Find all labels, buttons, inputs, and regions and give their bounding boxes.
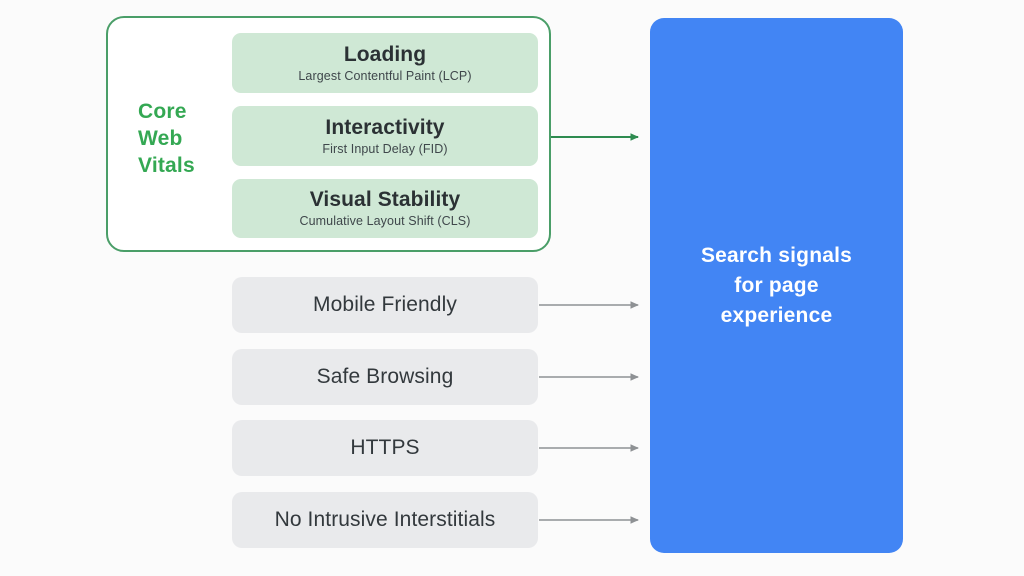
search-signals-line-2: for page — [734, 273, 819, 297]
search-signals-text: Search signals for page experience — [687, 241, 866, 331]
metric-title-interactivity: Interactivity — [325, 115, 445, 139]
core-web-vitals-label-line-1: Core — [138, 100, 187, 123]
core-web-vitals-label-line-2: Web — [138, 127, 183, 150]
core-web-vitals-label-line-3: Vitals — [138, 154, 195, 177]
metric-subtitle-interactivity: First Input Delay (FID) — [322, 141, 448, 156]
metric-subtitle-visual-stability: Cumulative Layout Shift (CLS) — [299, 214, 471, 228]
search-signals-line-3: experience — [720, 303, 833, 327]
signal-card-https[interactable]: HTTPS — [232, 420, 538, 476]
metric-card-interactivity[interactable]: Interactivity First Input Delay (FID) — [232, 106, 538, 166]
signal-label-safe-browsing: Safe Browsing — [316, 365, 454, 388]
signal-label-no-intrusive-interstitials: No Intrusive Interstitials — [274, 508, 496, 531]
search-signals-line-1: Search signals — [700, 243, 853, 267]
metric-card-visual-stability[interactable]: Visual Stability Cumulative Layout Shift… — [232, 179, 538, 238]
core-web-vitals-label: Core Web Vitals — [138, 98, 228, 179]
metric-card-loading[interactable]: Loading Largest Contentful Paint (LCP) — [232, 33, 538, 93]
signal-card-safe-browsing[interactable]: Safe Browsing — [232, 349, 538, 405]
metric-title-loading: Loading — [343, 42, 427, 66]
signal-card-mobile-friendly[interactable]: Mobile Friendly — [232, 277, 538, 333]
search-signals-box[interactable]: Search signals for page experience — [650, 18, 903, 553]
signal-card-no-intrusive-interstitials[interactable]: No Intrusive Interstitials — [232, 492, 538, 548]
metric-subtitle-loading: Largest Contentful Paint (LCP) — [298, 68, 472, 83]
metric-title-visual-stability: Visual Stability — [309, 188, 461, 211]
signal-label-https: HTTPS — [350, 436, 420, 459]
signal-label-mobile-friendly: Mobile Friendly — [313, 293, 457, 316]
